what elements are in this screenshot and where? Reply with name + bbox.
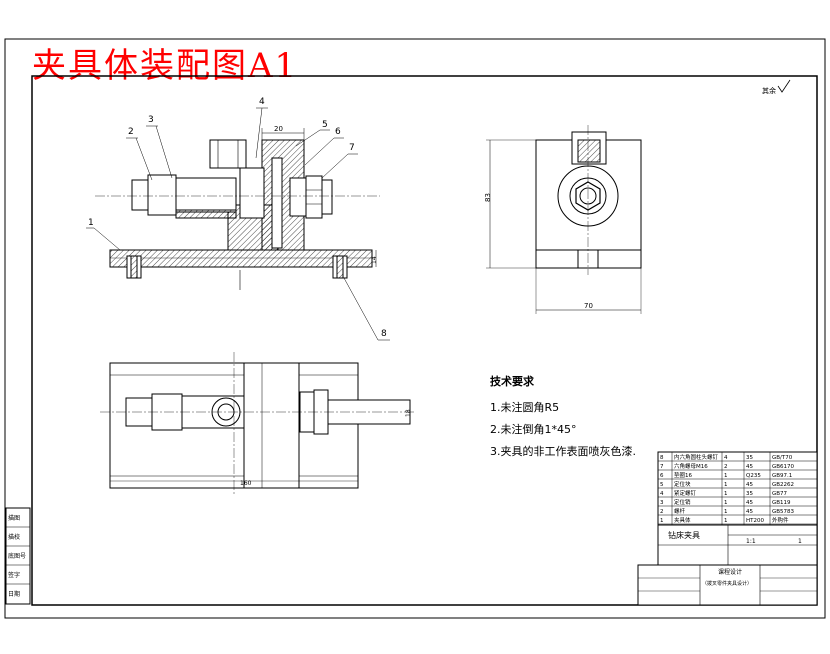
bom-cell-mat: 45 [746,500,753,506]
front-view: 20 14 1 2 3 4 5 6 7 8 [86,97,390,341]
title-block: 钻床夹具 1:1 1 课程设计 （拨叉零件夹具设计） [637,524,818,606]
bom-cell-mat: 45 [746,509,753,515]
part-number-5: 5 [322,120,328,130]
side-strip: 描图 描校 底图号 签字 日期 [5,507,31,605]
bom-cell-std: GB77 [772,491,788,497]
part-number-3: 3 [148,115,154,125]
bom-cell-no: 7 [660,464,664,470]
bom-cell-qty: 1 [724,509,728,515]
plan-block [243,362,300,489]
part-number-4: 4 [259,97,265,107]
bom-cell-mat: Q235 [746,473,761,479]
bom-cell-name: 内六角圆柱头螺钉 [674,453,719,461]
nut-1 [289,177,307,217]
bom-cell-qty: 1 [724,500,728,506]
bom-cell-std: GB5783 [772,509,795,515]
side-label-5: 日期 [8,590,20,598]
drawing-title: 夹具体装配图A1 [32,46,299,86]
side-label-1: 描图 [8,514,20,522]
bom-cell-mat: 35 [746,455,753,461]
nut-2 [305,175,323,219]
top-nut [209,139,247,169]
bom-cell-qty: 1 [724,473,728,479]
bom-cell-std: GB119 [772,500,791,506]
tech-line-3: 3.夹具的非工作表面喷灰色漆. [490,445,636,458]
roughness-symbol: 其余 [762,79,791,95]
bom-cell-mat: 45 [746,482,753,488]
technical-requirements: 技术要求 1.未注圆角R5 2.未注倒角1*45° 3.夹具的非工作表面喷灰色漆… [490,373,636,465]
bom-cell-std: GB/T70 [772,455,793,461]
dim-rod-dia: 18 [405,409,412,417]
bom-row: 8 内六角圆柱头螺钉 4 35 GB/T70 [660,453,793,461]
bom-cell-std: 外购件 [772,516,789,524]
side-label-4: 签字 [8,571,20,579]
bom-cell-mat: HT200 [746,518,764,524]
bom-cell-no: 4 [660,491,664,497]
tech-heading: 技术要求 [490,375,534,388]
bom-cell-qty: 1 [724,518,728,524]
bom-row: 4 紧定螺钉 1 35 GB77 [660,489,788,497]
bom-cell-name: 六角螺母M16 [674,462,708,470]
part-number-2: 2 [128,127,134,137]
bom-row: 7 六角螺母M16 2 45 GB6170 [660,462,795,470]
bom-cell-no: 3 [660,500,664,506]
bom-row: 1 夹具体 1 HT200 外购件 [660,516,789,524]
inner-frame [31,75,818,606]
bom-cell-no: 5 [660,482,664,488]
bom-row: 3 定位销 1 45 GB119 [660,498,791,506]
bom-cell-no: 8 [660,455,664,461]
bom-cell-std: GB2262 [772,482,794,488]
scale-value: 1:1 [746,538,756,545]
part-number-6: 6 [335,127,341,137]
bom-cell-mat: 45 [746,464,753,470]
bom-row: 5 定位块 1 45 GB2262 [660,480,794,488]
bom-cell-no: 1 [660,518,664,524]
dim-plan-length: 160 [240,480,252,487]
bom-cell-std: GB6170 [772,464,795,470]
school-label: 课程设计 [718,568,742,576]
bom-cell-std: GB97.1 [772,473,792,479]
bom-cell-qty: 1 [724,482,728,488]
bom-cell-qty: 1 [724,491,728,497]
dim-top-width: 20 [274,125,283,133]
screw-shank [175,177,237,213]
bom-cell-mat: 35 [746,491,753,497]
outer-border [4,38,826,619]
bom-row: 6 垫圈16 1 Q235 GB97.1 [660,471,792,479]
bom-cell-qty: 2 [724,464,728,470]
bom-cell-name: 定位销 [674,498,691,506]
dim-side-width: 70 [584,302,593,310]
roughness-note: 其余 [762,86,776,95]
bom-cell-name: 垫圈16 [674,471,692,479]
side-label-2: 描校 [8,533,20,541]
bom-cell-no: 6 [660,473,664,479]
dim-side-height: 83 [484,193,492,202]
bom-row: 2 螺杆 1 45 GB5783 [660,507,795,515]
drawing-name: 钻床夹具 [668,530,700,540]
plan-view: 18 160 [100,352,415,495]
bom-cell-name: 夹具体 [674,516,691,524]
bom-cell-name: 紧定螺钉 [674,489,697,497]
dim-base-thickness: 14 [371,256,378,264]
bom-cell-name: 螺杆 [674,507,686,515]
side-view: 83 70 [484,125,642,314]
tech-line-1: 1.未注圆角R5 [490,401,560,414]
side-label-3: 底图号 [8,552,26,560]
sheet-value: 1 [798,538,802,545]
part-number-7: 7 [349,143,355,153]
part-number-8: 8 [381,329,387,339]
bom-cell-name: 定位块 [674,480,691,488]
bom-cell-qty: 4 [724,455,728,461]
part-number-1: 1 [88,218,94,228]
tech-line-2: 2.未注倒角1*45° [490,423,577,436]
bom-cell-no: 2 [660,509,664,515]
part-label: （拨叉零件夹具设计） [702,580,752,587]
